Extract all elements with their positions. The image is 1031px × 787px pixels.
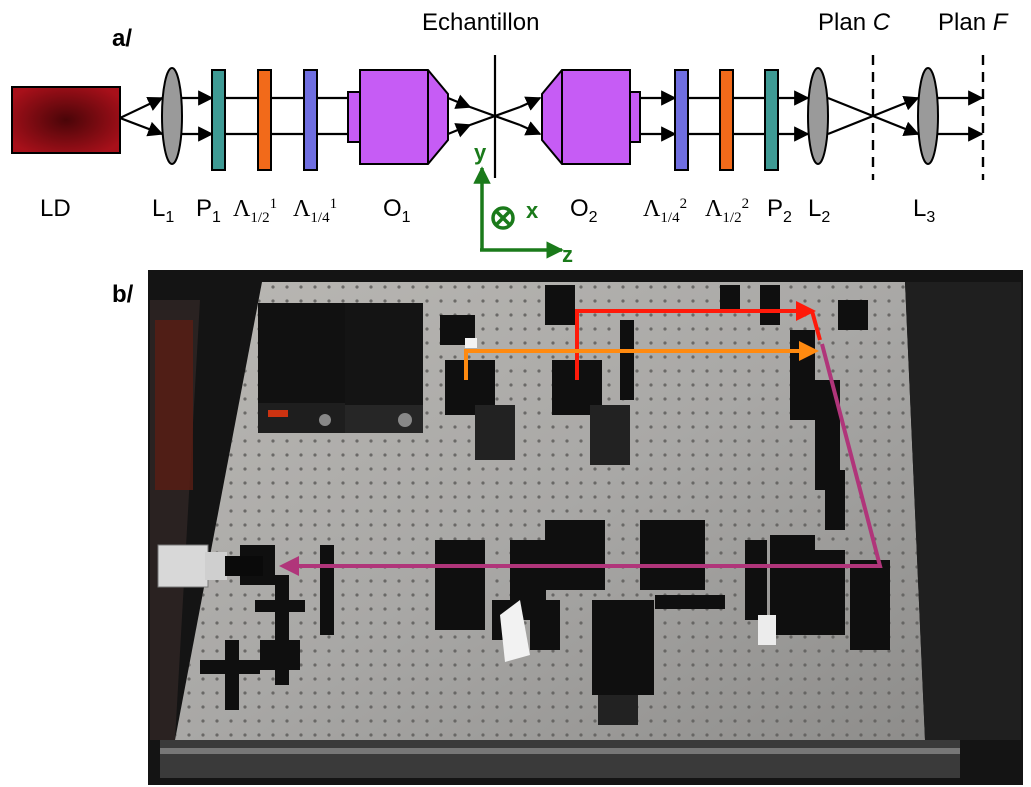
label-hwp2: Λ1/22 <box>705 196 749 226</box>
sample-label: Echantillon <box>422 9 539 36</box>
lens-l3 <box>917 67 939 165</box>
panel-a: a/ Echantillon Plan C Plan F <box>11 9 1009 267</box>
quarter-wave-plate-1 <box>303 69 318 171</box>
label-o2: O2 <box>570 195 598 226</box>
label-l3: L3 <box>913 195 935 226</box>
label-hwp1: Λ1/21 <box>233 196 277 226</box>
component-labels: LD L1 P1 Λ1/21 Λ1/41 O1 O2 Λ1/42 Λ1/22 P… <box>40 195 935 226</box>
coordinate-axes: y x z <box>473 140 573 267</box>
z-axis-label: z <box>562 242 573 267</box>
y-axis-label: y <box>474 140 487 165</box>
red-beam-path <box>575 301 816 380</box>
label-p1: P1 <box>196 195 221 226</box>
label-l2: L2 <box>808 195 830 226</box>
laser-diode <box>11 86 121 154</box>
plan-f-label: Plan F <box>938 9 1009 36</box>
panel-b: b/ <box>112 270 1023 785</box>
panel-a-label: a/ <box>112 25 132 52</box>
lens-l2 <box>807 67 829 165</box>
label-ld: LD <box>40 195 71 222</box>
lens-l1 <box>161 67 183 165</box>
beam-paths <box>279 301 883 576</box>
label-p2: P2 <box>767 195 792 226</box>
half-wave-plate-1 <box>257 69 272 171</box>
panel-b-label: b/ <box>112 281 134 308</box>
polarizer-p2 <box>764 69 779 171</box>
quarter-wave-plate-2 <box>674 69 689 171</box>
label-qwp2: Λ1/42 <box>643 196 687 226</box>
label-qwp1: Λ1/41 <box>293 196 337 226</box>
x-axis-label: x <box>526 198 539 223</box>
setup-photo <box>148 270 1023 785</box>
camera <box>157 544 263 588</box>
red-beam-return <box>810 310 822 341</box>
orange-beam-path <box>464 341 819 380</box>
x-axis-symbol <box>491 206 515 230</box>
polarizer-p1 <box>211 69 226 171</box>
label-o1: O1 <box>383 195 411 226</box>
objective-o2 <box>541 69 641 165</box>
controller-boxes <box>258 303 423 433</box>
plan-c-label: Plan C <box>818 9 891 36</box>
purple-beam-path <box>279 343 883 576</box>
objective-o1 <box>347 69 449 165</box>
half-wave-plate-2 <box>719 69 734 171</box>
label-l1: L1 <box>152 195 174 226</box>
